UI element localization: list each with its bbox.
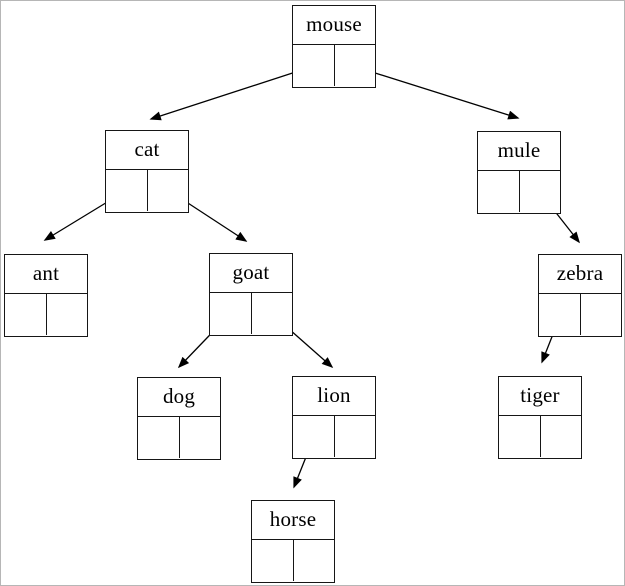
node-tiger-pointers: [499, 415, 582, 458]
node-dog: dog: [137, 377, 221, 460]
node-cat-right-pointer-cell: [146, 169, 189, 211]
node-lion-pointers: [293, 415, 376, 458]
node-goat-label: goat: [210, 254, 292, 293]
node-goat-right-pointer-cell: [250, 292, 293, 334]
node-horse-label: horse: [252, 501, 334, 540]
node-zebra-left-pointer-cell: [539, 294, 580, 336]
node-lion-label: lion: [293, 377, 375, 416]
node-cat-label: cat: [106, 131, 188, 170]
node-cat-left-pointer-cell: [106, 170, 147, 212]
node-dog-left-pointer-cell: [138, 417, 179, 459]
edge-mouse-mule: [352, 65, 520, 120]
node-zebra-right-pointer-cell: [579, 293, 622, 335]
node-horse: horse: [251, 500, 335, 583]
node-cat: cat: [105, 130, 189, 213]
node-goat: goat: [209, 253, 293, 336]
node-zebra-pointers: [539, 293, 622, 336]
node-mule: mule: [477, 131, 561, 214]
node-mule-label: mule: [478, 132, 560, 171]
node-tiger-left-pointer-cell: [499, 416, 540, 458]
node-ant-label: ant: [5, 255, 87, 294]
node-horse-right-pointer-cell: [292, 539, 335, 581]
node-horse-left-pointer-cell: [252, 540, 293, 582]
node-mouse-label: mouse: [293, 6, 375, 45]
node-mouse: mouse: [292, 5, 376, 88]
node-ant-right-pointer-cell: [45, 293, 88, 335]
node-mule-left-pointer-cell: [478, 171, 519, 213]
node-horse-pointers: [252, 539, 335, 582]
node-lion-right-pointer-cell: [333, 415, 376, 457]
node-dog-label: dog: [138, 378, 220, 417]
node-mouse-left-pointer-cell: [293, 45, 334, 87]
node-mule-right-pointer-cell: [518, 170, 561, 212]
node-lion: lion: [292, 376, 376, 459]
node-mouse-right-pointer-cell: [333, 44, 376, 86]
node-tiger-right-pointer-cell: [539, 415, 582, 457]
node-goat-pointers: [210, 292, 293, 335]
edge-mouse-cat: [149, 65, 315, 121]
node-zebra-label: zebra: [539, 255, 621, 294]
node-goat-left-pointer-cell: [210, 293, 251, 335]
node-mule-pointers: [478, 170, 561, 213]
node-ant-pointers: [5, 293, 88, 336]
node-tiger-label: tiger: [499, 377, 581, 416]
node-dog-pointers: [138, 416, 221, 459]
node-zebra: zebra: [538, 254, 622, 337]
node-cat-pointers: [106, 169, 189, 212]
node-tiger: tiger: [498, 376, 582, 459]
node-ant: ant: [4, 254, 88, 337]
node-mouse-pointers: [293, 44, 376, 87]
node-lion-left-pointer-cell: [293, 416, 334, 458]
node-dog-right-pointer-cell: [178, 416, 221, 458]
node-ant-left-pointer-cell: [5, 294, 46, 336]
